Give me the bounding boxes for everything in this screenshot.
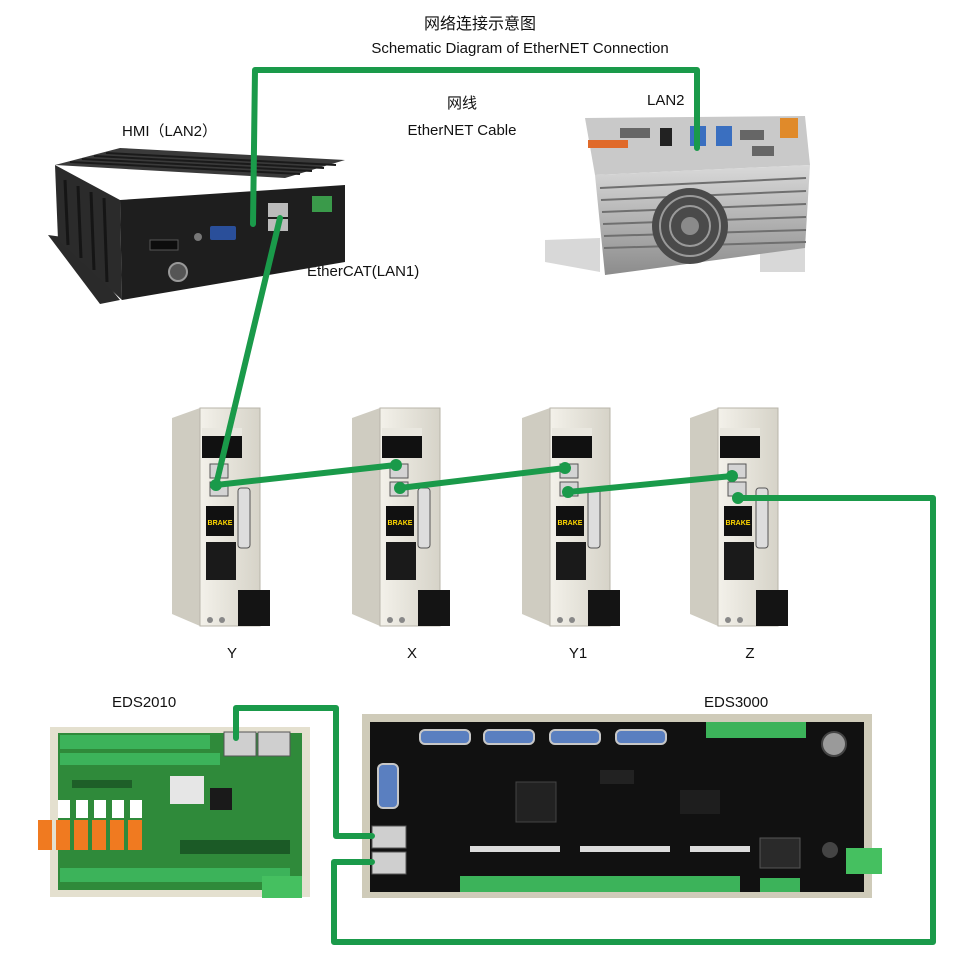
cable-drive-z-to-eds3000 bbox=[331, 495, 936, 945]
drive-axis-label-x: X bbox=[406, 645, 418, 662]
controller-device bbox=[545, 116, 810, 275]
ethernet-cables bbox=[213, 67, 936, 945]
eds3000-board bbox=[362, 714, 882, 898]
title-en: Schematic Diagram of EtherNET Connection bbox=[371, 40, 669, 57]
cable-plugs bbox=[210, 459, 744, 504]
hmi-label: HMI（LAN2） bbox=[122, 123, 218, 140]
controller-label: LAN2 bbox=[647, 92, 685, 109]
cable-label-en: EtherNET Cable bbox=[407, 122, 517, 139]
hmi-device bbox=[48, 148, 345, 304]
hmi-port-label: EtherCAT(LAN1) bbox=[307, 263, 420, 280]
eds2010-label: EDS2010 bbox=[112, 694, 177, 711]
servo-drive-y: BRAKE bbox=[172, 407, 270, 627]
brake-label: BRAKE bbox=[208, 520, 233, 527]
eds2010-board bbox=[38, 727, 310, 898]
title-zh: 网络连接示意图 bbox=[423, 16, 537, 33]
servo-drive-x: BRAKE bbox=[352, 407, 450, 627]
brake-label: BRAKE bbox=[558, 520, 583, 527]
cable-label-zh: 网线 bbox=[446, 95, 478, 112]
brake-block bbox=[206, 506, 234, 536]
brake-block bbox=[724, 506, 752, 536]
cable-eds3000-to-eds2010 bbox=[233, 705, 375, 839]
servo-drive-z: BRAKE bbox=[690, 407, 788, 627]
cable-hmi-to-controller bbox=[250, 67, 700, 227]
drive-axis-label-y1: Y1 bbox=[568, 645, 588, 662]
brake-block bbox=[556, 506, 584, 536]
cable-drive-y-to-x bbox=[213, 462, 399, 488]
drive-axis-label-y: Y bbox=[226, 645, 238, 662]
brake-label: BRAKE bbox=[726, 520, 751, 527]
cable-drive-x-to-y1 bbox=[397, 465, 568, 491]
drive-axis-label-z: Z bbox=[745, 645, 755, 662]
cable-drive-y1-to-z bbox=[565, 473, 735, 495]
eds3000-label: EDS3000 bbox=[704, 694, 769, 711]
cable-hmi-to-drive-y bbox=[213, 215, 283, 488]
brake-block bbox=[386, 506, 414, 536]
brake-label: BRAKE bbox=[388, 520, 413, 527]
servo-drive-y1: BRAKE bbox=[522, 407, 620, 627]
